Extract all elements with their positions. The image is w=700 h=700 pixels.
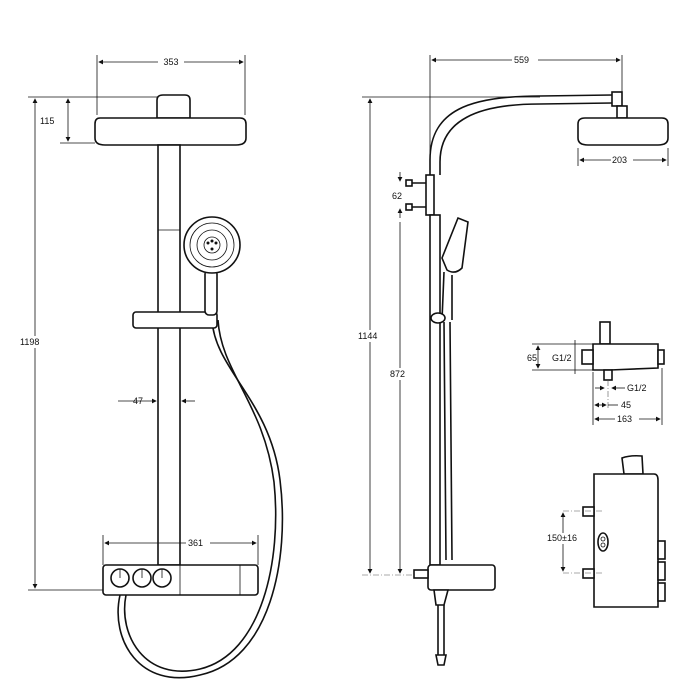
- thread-outlet: G1/2: [627, 383, 647, 393]
- mixer-back-view: 150±16: [546, 454, 666, 608]
- dim-mixer-depth: 163: [617, 414, 632, 424]
- side-view: 559 203 62 1144 872: [356, 54, 669, 666]
- dim-total-height: 1198: [20, 337, 39, 347]
- thread-inlet: G1/2: [552, 353, 572, 363]
- dim-head-width: 353: [163, 57, 178, 67]
- dim-arm-reach: 559: [514, 55, 529, 65]
- front-view: 353 115 1198 47 361: [18, 55, 284, 679]
- mixer-detail: 65 G1/2 G1/2 45 163: [527, 321, 665, 425]
- dim-head-depth: 203: [612, 155, 627, 165]
- dim-head-height: 115: [40, 116, 54, 126]
- dim-mixer-height: 65: [527, 353, 537, 363]
- dim-bracket-height: 872: [390, 369, 405, 379]
- dim-bracket-spacing: 62: [392, 191, 402, 201]
- dim-outlet-offset: 45: [621, 400, 631, 410]
- dim-mixer-width: 361: [188, 538, 203, 548]
- dim-rail-offset: 47: [133, 396, 143, 406]
- dim-total-height-side: 1144: [358, 331, 377, 341]
- dim-inlet-spacing: 150±16: [547, 533, 577, 543]
